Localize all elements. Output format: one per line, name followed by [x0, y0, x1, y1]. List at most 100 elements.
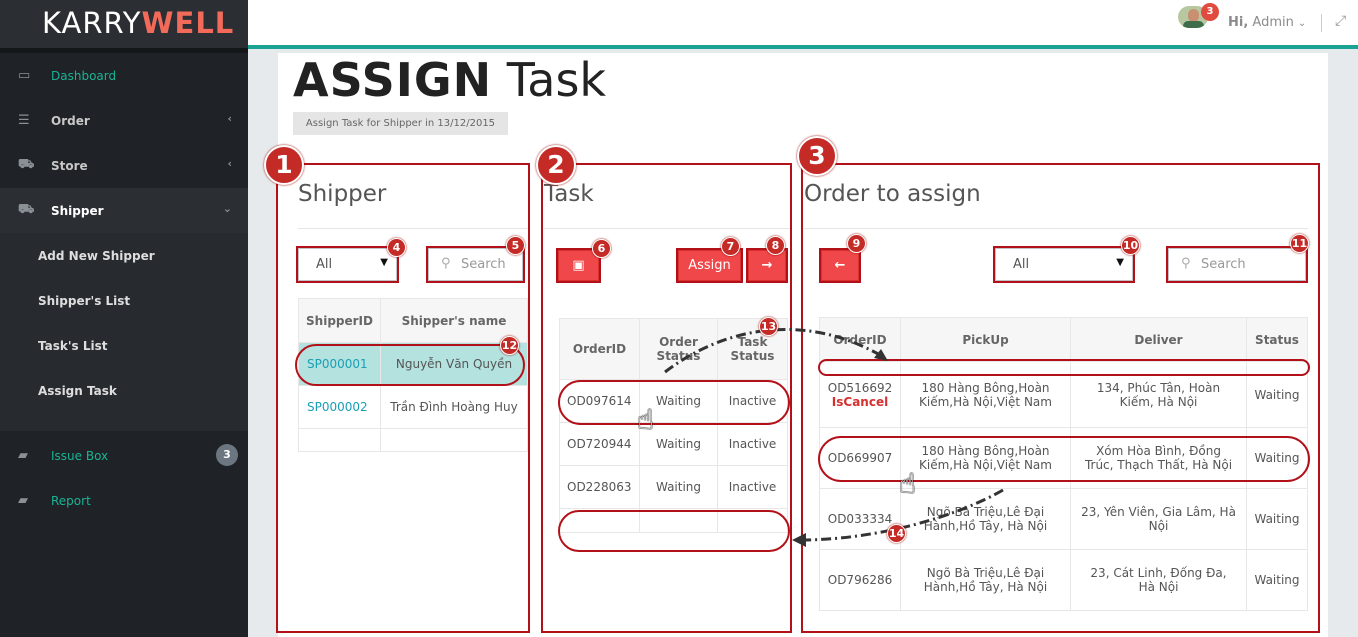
step-marker: 5 — [506, 236, 525, 255]
shipper-panel — [276, 163, 530, 633]
list-icon: ☰ — [18, 113, 30, 128]
avatar[interactable] — [1178, 6, 1208, 28]
order-search-highlight — [1166, 246, 1308, 283]
laptop-icon: ▭ — [18, 68, 31, 83]
page-subtitle: Assign Task for Shipper in 13/12/2015 — [293, 112, 508, 135]
sidebar-item-label: Dashboard — [51, 68, 117, 83]
arrow-right-icon: → — [761, 258, 773, 273]
sidebar-item-label: Shipper — [51, 203, 104, 218]
step-marker: 3 — [797, 136, 837, 176]
sidebar-item-store[interactable]: ⛟ Store ‹ — [0, 143, 248, 188]
highlight-oval — [558, 380, 790, 425]
shipper-filter-select[interactable]: All▼ — [298, 248, 397, 281]
order-panel-title: Order to assign — [804, 181, 981, 207]
step-marker: 1 — [264, 145, 304, 185]
table-row[interactable]: OD796286 Ngõ Bà Triệu,Lê Đại Hành,Hồ Tây… — [819, 549, 1308, 611]
drop-target-oval — [818, 359, 1310, 376]
sidebar-item-shipper[interactable]: ⛟ Shipper ⌄ — [0, 188, 248, 233]
column-header[interactable]: Status — [1246, 317, 1308, 362]
drag-arrow-path — [664, 328, 881, 374]
step-marker: 11 — [1290, 234, 1309, 253]
sidebar-item-dashboard[interactable]: ▭ Dashboard — [0, 53, 248, 98]
search-icon: ⚲ — [441, 256, 451, 271]
brand-logo[interactable]: KARRYWELL — [0, 0, 248, 48]
step-marker: 4 — [387, 238, 406, 257]
step-marker: 13 — [759, 317, 778, 336]
sidebar-item-label: Issue Box — [51, 448, 109, 463]
submenu-item-shipper-list[interactable]: Shipper's List — [38, 293, 131, 308]
divider — [298, 228, 528, 229]
topbar-divider — [1321, 14, 1322, 32]
step-marker: 12 — [500, 336, 519, 355]
deliver-address: 23, Cát Linh, Đống Đa, Hà Nội — [1070, 549, 1247, 611]
brand-part1: KARRY — [42, 6, 142, 40]
pickup-address: Ngõ Bà Triệu,Lê Đại Hành,Hồ Tây, Hà Nội — [900, 549, 1071, 611]
shipper-id[interactable]: SP000002 — [298, 385, 381, 429]
table-row[interactable]: OD033334 Ngõ Bà Triệu,Lê Đại Hành,Hồ Tây… — [819, 488, 1308, 550]
column-header[interactable]: Task Status — [717, 318, 788, 380]
truck-icon: ⛟ — [18, 202, 35, 217]
step-marker: 8 — [766, 236, 785, 255]
sidebar-item-issue-box[interactable]: ▰ Issue Box 3 — [0, 433, 248, 478]
shipper-search-highlight — [426, 246, 525, 283]
chevron-down-icon: ⌄ — [1297, 18, 1307, 29]
order-filter-select[interactable]: All▼ — [995, 248, 1133, 281]
inbox-icon: ▣ — [572, 258, 585, 273]
hand-cursor-icon: ☝ — [637, 403, 655, 436]
assign-button-highlight — [676, 248, 743, 283]
arrow-left-button[interactable]: ← — [821, 250, 859, 281]
order-id: OD033334 — [819, 488, 901, 550]
column-header[interactable]: OrderID — [819, 317, 901, 362]
deliver-address: 23, Yên Viên, Gia Lâm, Hà Nội — [1070, 488, 1247, 550]
user-menu[interactable]: Hi, Admin⌄ — [1228, 15, 1306, 30]
order-search-input[interactable]: ⚲Search — [1168, 248, 1306, 281]
column-header[interactable]: ShipperID — [298, 298, 381, 343]
cart-icon: ⛟ — [18, 157, 35, 172]
column-header[interactable]: PickUp — [900, 317, 1071, 362]
sidebar-item-label: Report — [51, 493, 91, 508]
caret-down-icon: ▼ — [1116, 257, 1124, 268]
sidebar-item-report[interactable]: ▰ Report — [0, 478, 248, 523]
expand-icon[interactable]: ⤢ — [1335, 13, 1347, 29]
order-status: Waiting — [639, 465, 718, 509]
shipper-submenu: Add New Shipper Shipper's List Task's Li… — [0, 233, 248, 431]
search-icon: ⚲ — [1181, 256, 1191, 271]
topbar: 3 Hi, Admin⌄ ⤢ — [248, 0, 1358, 49]
chevron-left-icon: ‹ — [227, 112, 232, 125]
order-id: OD516692 — [827, 380, 893, 395]
task-status: Inactive — [717, 465, 788, 509]
arrow-left-icon: ← — [834, 258, 846, 273]
pickup-address: Ngõ Bà Triệu,Lê Đại Hành,Hồ Tây, Hà Nội — [900, 488, 1071, 550]
column-header[interactable]: Deliver — [1070, 317, 1247, 362]
highlight-oval — [295, 344, 525, 386]
step-marker: 14 — [887, 524, 906, 543]
book-icon: ▰ — [18, 493, 28, 508]
notification-badge[interactable]: 3 — [1201, 3, 1219, 21]
shipper-search-input[interactable]: ⚲Search — [428, 248, 523, 281]
submenu-item-add-shipper[interactable]: Add New Shipper — [38, 248, 155, 263]
order-status: Waiting — [1246, 488, 1308, 550]
divider — [804, 228, 1308, 229]
drop-target-oval — [558, 510, 790, 552]
sidebar: KARRYWELL ▭ Dashboard ☰ Order ‹ ⛟ Store … — [0, 0, 248, 637]
brand-part2: WELL — [141, 6, 235, 40]
column-header[interactable]: Shipper's name — [380, 298, 528, 343]
inbox-button[interactable]: ▣ — [558, 250, 599, 281]
cancel-flag: IsCancel — [831, 394, 889, 409]
order-status: Waiting — [1246, 361, 1308, 428]
submenu-item-task-list[interactable]: Task's List — [38, 338, 108, 353]
order-filter-highlight — [993, 246, 1135, 283]
order-status: Waiting — [639, 379, 718, 423]
sidebar-item-order[interactable]: ☰ Order ‹ — [0, 98, 248, 143]
brand-divider — [0, 48, 248, 53]
greeting: Hi, — [1228, 15, 1249, 30]
back-button-highlight — [819, 248, 861, 283]
submenu-item-assign-task[interactable]: Assign Task — [38, 383, 117, 398]
highlight-oval — [818, 436, 1310, 482]
order-panel — [801, 163, 1320, 633]
